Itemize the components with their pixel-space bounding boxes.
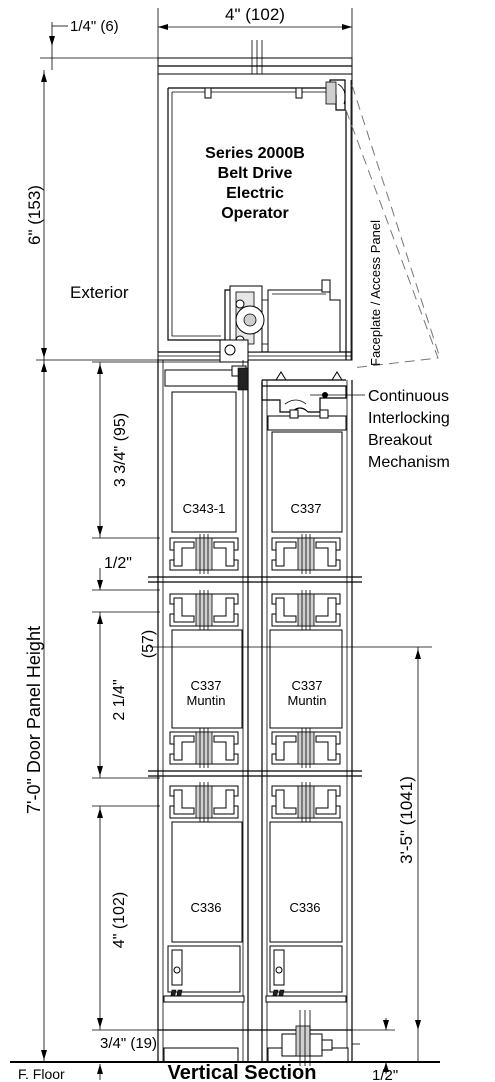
faceplate-swing: Faceplate / Access Panel bbox=[345, 84, 441, 369]
muntin-right: C337 Muntin bbox=[269, 629, 343, 729]
top-width-dimension: 4" (102) bbox=[157, 5, 353, 60]
finished-floor: F. Floor bbox=[10, 1061, 440, 1082]
svg-text:Belt Drive: Belt Drive bbox=[218, 165, 293, 182]
svg-text:F. Floor: F. Floor bbox=[18, 1066, 65, 1082]
breakout-leader: Continuous Interlocking Breakout Mechani… bbox=[310, 388, 450, 471]
svg-text:Muntin: Muntin bbox=[186, 693, 225, 708]
operator-mechanism bbox=[219, 279, 341, 363]
door-panel-frame bbox=[157, 360, 353, 1062]
rail-lower-dimension: 4" (102) bbox=[92, 805, 160, 1031]
operator-label: Series 2000B Belt Drive Electric Operato… bbox=[205, 145, 305, 222]
svg-text:Series 2000B: Series 2000B bbox=[205, 145, 305, 162]
floor-gap-dimension: 1/2" bbox=[352, 1018, 398, 1082]
glazing-stop bbox=[169, 727, 239, 769]
muntin-to-floor-dimension: 3'-5" (1041) bbox=[397, 647, 421, 1062]
glazing-stop bbox=[271, 589, 341, 631]
bottom-rail-left: C336 bbox=[171, 821, 243, 943]
svg-text:1/2": 1/2" bbox=[372, 1067, 398, 1082]
floor-threshold bbox=[158, 1010, 352, 1066]
svg-text:1/2": 1/2" bbox=[104, 555, 132, 572]
svg-text:C337: C337 bbox=[290, 501, 321, 516]
break-lines-upper bbox=[148, 576, 362, 583]
svg-text:Interlocking: Interlocking bbox=[368, 410, 450, 427]
svg-text:Breakout: Breakout bbox=[368, 432, 433, 449]
glazing-stop bbox=[271, 533, 341, 575]
rail-upper-dimension: 3 3/4" (95) bbox=[92, 361, 230, 539]
svg-text:3/4" (19): 3/4" (19) bbox=[100, 1035, 157, 1052]
svg-text:Electric: Electric bbox=[226, 185, 284, 202]
header-height-dimension: 6" (153) bbox=[25, 70, 158, 361]
muntin-left: C337 Muntin bbox=[171, 629, 243, 729]
svg-text:C337: C337 bbox=[291, 678, 322, 693]
svg-text:Continuous: Continuous bbox=[368, 388, 449, 405]
svg-text:C337: C337 bbox=[190, 678, 221, 693]
top-rail-right: C337 bbox=[267, 409, 347, 533]
break-lines-lower bbox=[148, 770, 362, 777]
muntin-dimension: 2 1/4" (57) bbox=[92, 611, 160, 779]
top-offset-label: 1/4" (6) bbox=[70, 18, 119, 35]
glazing-stop bbox=[169, 781, 239, 823]
bottom-sweep-left bbox=[163, 945, 245, 1003]
svg-text:Mechanism: Mechanism bbox=[368, 454, 450, 471]
svg-text:C336: C336 bbox=[190, 900, 221, 915]
svg-text:3'-5" (1041): 3'-5" (1041) bbox=[397, 776, 416, 864]
door-height-dimension: 7'-0" Door Panel Height bbox=[24, 360, 47, 1062]
bottom-clearance-dimension: 3/4" (19) bbox=[100, 1035, 157, 1052]
breakout-mechanism bbox=[237, 367, 347, 413]
svg-text:3 3/4" (95): 3 3/4" (95) bbox=[112, 413, 129, 487]
svg-text:Operator: Operator bbox=[221, 205, 289, 222]
svg-text:6" (153): 6" (153) bbox=[25, 185, 44, 245]
top-offset-dimension: 1/4" (6) bbox=[40, 18, 158, 70]
top-rail-left: C343-1 bbox=[164, 365, 247, 533]
glazing-stop bbox=[169, 533, 239, 575]
svg-text:4" (102): 4" (102) bbox=[111, 892, 128, 948]
glazing-stop bbox=[271, 727, 341, 769]
svg-text:Muntin: Muntin bbox=[287, 693, 326, 708]
gap-upper-dimension: 1/2" bbox=[92, 555, 160, 591]
exterior-label: Exterior bbox=[70, 283, 129, 302]
svg-text:2 1/4": 2 1/4" bbox=[111, 679, 128, 720]
svg-text:7'-0" Door Panel Height: 7'-0" Door Panel Height bbox=[24, 626, 44, 814]
svg-text:(57): (57) bbox=[140, 630, 157, 658]
drawing-title: Vertical Section bbox=[168, 1062, 317, 1082]
glazing-stop bbox=[169, 589, 239, 631]
glazing-stop bbox=[271, 781, 341, 823]
bottom-sweep-right bbox=[265, 945, 347, 1003]
svg-text:C343-1: C343-1 bbox=[183, 501, 226, 516]
top-width-label: 4" (102) bbox=[225, 5, 285, 24]
faceplate-label: Faceplate / Access Panel bbox=[368, 220, 383, 366]
bottom-rail-right: C336 bbox=[269, 821, 343, 943]
svg-text:C336: C336 bbox=[289, 900, 320, 915]
